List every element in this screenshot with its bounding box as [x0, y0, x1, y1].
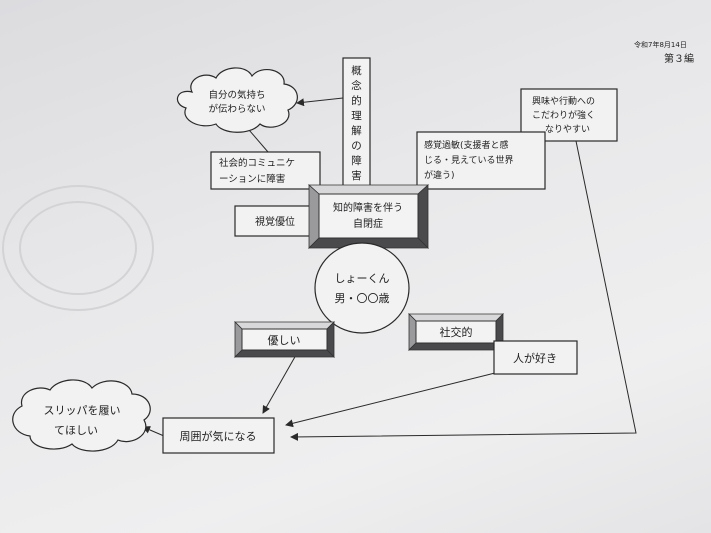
node-kyomi-line-1: こだわりが強く	[532, 109, 595, 121]
node-jibun-line-1: が伝わらない	[208, 103, 265, 115]
node-surippa-line-1: てほしい	[54, 424, 98, 437]
node-chiteki-line-0: 知的障害を伴う	[333, 201, 403, 214]
node-kankaku-line-1: じる・見えている世界	[424, 154, 514, 166]
node-chiteki-line-1: 自閉症	[353, 217, 383, 230]
node-gainen-char-7: 害	[351, 169, 362, 182]
node-kyomi-line-0: 興味や行動への	[532, 95, 595, 107]
node-yasashii-label: 優しい	[268, 334, 301, 347]
node-center: しょーくん 男・〇〇歳	[314, 242, 410, 334]
node-hitogasuki: 人が好き	[493, 340, 578, 375]
node-shakai-line-1: ーションに障害	[219, 173, 285, 185]
arrow-hitogasuki-to-shui	[285, 372, 496, 428]
arrow-yasashii-to-shui	[262, 354, 297, 414]
node-kyomi-line-2: なりやすい	[545, 124, 590, 135]
node-gainen-char-0: 概	[351, 64, 362, 77]
node-jibun-cloud: 自分の気持ち が伝わらない	[176, 67, 298, 133]
node-gainen-char-5: の	[351, 140, 362, 152]
header-page-label: 第３編	[664, 52, 694, 65]
arrow-shui-to-surippa	[142, 426, 165, 437]
node-kankaku-line-0: 感覚過敏(支援者と感	[424, 139, 509, 151]
node-kankaku-line-2: が違う)	[424, 169, 455, 181]
node-surippa-cloud: スリッパを履い てほしい	[12, 379, 151, 452]
node-gainen-char-3: 理	[351, 110, 362, 122]
node-kankaku: 感覚過敏(支援者と感 じる・見えている世界 が違う)	[416, 131, 546, 190]
arrow-kyomi-to-shui	[290, 140, 637, 441]
node-gainen-char-2: 的	[351, 94, 362, 107]
node-yasashii: 優しい	[234, 321, 335, 358]
node-gainen: 概 念 的 理 解 の 障 害	[342, 57, 371, 189]
background-stamp	[2, 185, 154, 311]
node-gainen-char-6: 障	[351, 154, 362, 167]
node-kyomi: 興味や行動への こだわりが強く なりやすい	[520, 88, 618, 142]
node-shui: 周囲が気になる	[162, 417, 275, 454]
node-gainen-char-4: 解	[351, 124, 362, 137]
arrow-gainen-to-jibun	[296, 97, 344, 107]
node-hitogasuki-label: 人が好き	[513, 351, 557, 365]
node-surippa-line-0: スリッパを履い	[44, 404, 121, 417]
header-date: 令和7年8月14日	[634, 40, 687, 49]
node-shakai-line-0: 社会的コミュニケ	[219, 157, 295, 169]
node-gainen-char-1: 念	[351, 79, 362, 92]
node-shui-label: 周囲が気になる	[180, 429, 257, 443]
node-shakouteki-label: 社交的	[440, 325, 473, 339]
node-chiteki: 知的障害を伴う 自閉症	[307, 184, 430, 249]
node-shakai: 社会的コミュニケ ーションに障害	[210, 151, 321, 190]
node-shikaku-label: 視覚優位	[255, 215, 295, 228]
node-center-line-0: しょーくん	[335, 272, 390, 285]
node-jibun-line-0: 自分の気持ち	[208, 89, 265, 101]
connectors	[142, 97, 637, 441]
node-shakouteki: 社交的	[408, 313, 504, 351]
node-shikaku: 視覚優位	[234, 205, 316, 237]
node-center-line-1: 男・〇〇歳	[335, 292, 390, 305]
